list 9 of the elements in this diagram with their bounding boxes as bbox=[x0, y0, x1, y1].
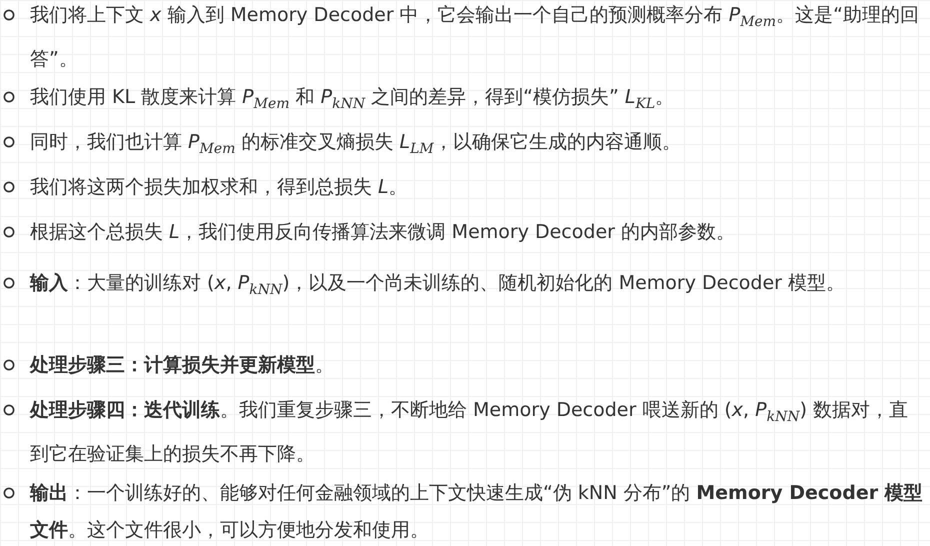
list-item-text: 处理步骤四：迭代训练。我们重复步骤三，不断地给 Memory Decoder 喂送新的 (x, P$_{kNN}$) 数据对，直到它在验证集上的损失不再下降。 bbox=[30, 398, 910, 467]
list-item-text: 我们使用 KL 散度来计算 P$_{Mem}$ 和 P$_{kNN}$ 之间的差异，得到“模仿损失” L$_{KL}$。 bbox=[30, 85, 676, 114]
list-item-text: 处理步骤三：计算损失并更新模型。 bbox=[30, 353, 335, 378]
list-item-text: 输入：大量的训练对 (x, P$_{kNN}$)，以及一个尚未训练的、随机初始化的 Memory Decoder 模型。 bbox=[30, 271, 846, 300]
list-item-text: 同时，我们也计算 P$_{Mem}$ 的标准交叉熵损失 L$_{LM}$，以确保它生成的内容通顺。 bbox=[30, 130, 682, 159]
list-item-text: 我们将上下文 x 输入到 Memory Decoder 中，它会输出一个自己的预测概率分布 P$_{Mem}$。这是“助理的回答”。 bbox=[30, 3, 920, 72]
list-item-text: 根据这个总损失 L，我们使用反向传播算法来微调 Memory Decoder 的内部参数。 bbox=[30, 220, 736, 245]
list-item-text: 输出：一个训练好的、能够对任何金融领域的上下文快速生成“伪 kNN 分布”的 Memory Decoder 模型文件。这个文件很小，可以方便地分发和使用。 bbox=[30, 481, 924, 543]
list-item-text: 我们将这两个损失加权求和，得到总损失 L。 bbox=[30, 175, 409, 200]
